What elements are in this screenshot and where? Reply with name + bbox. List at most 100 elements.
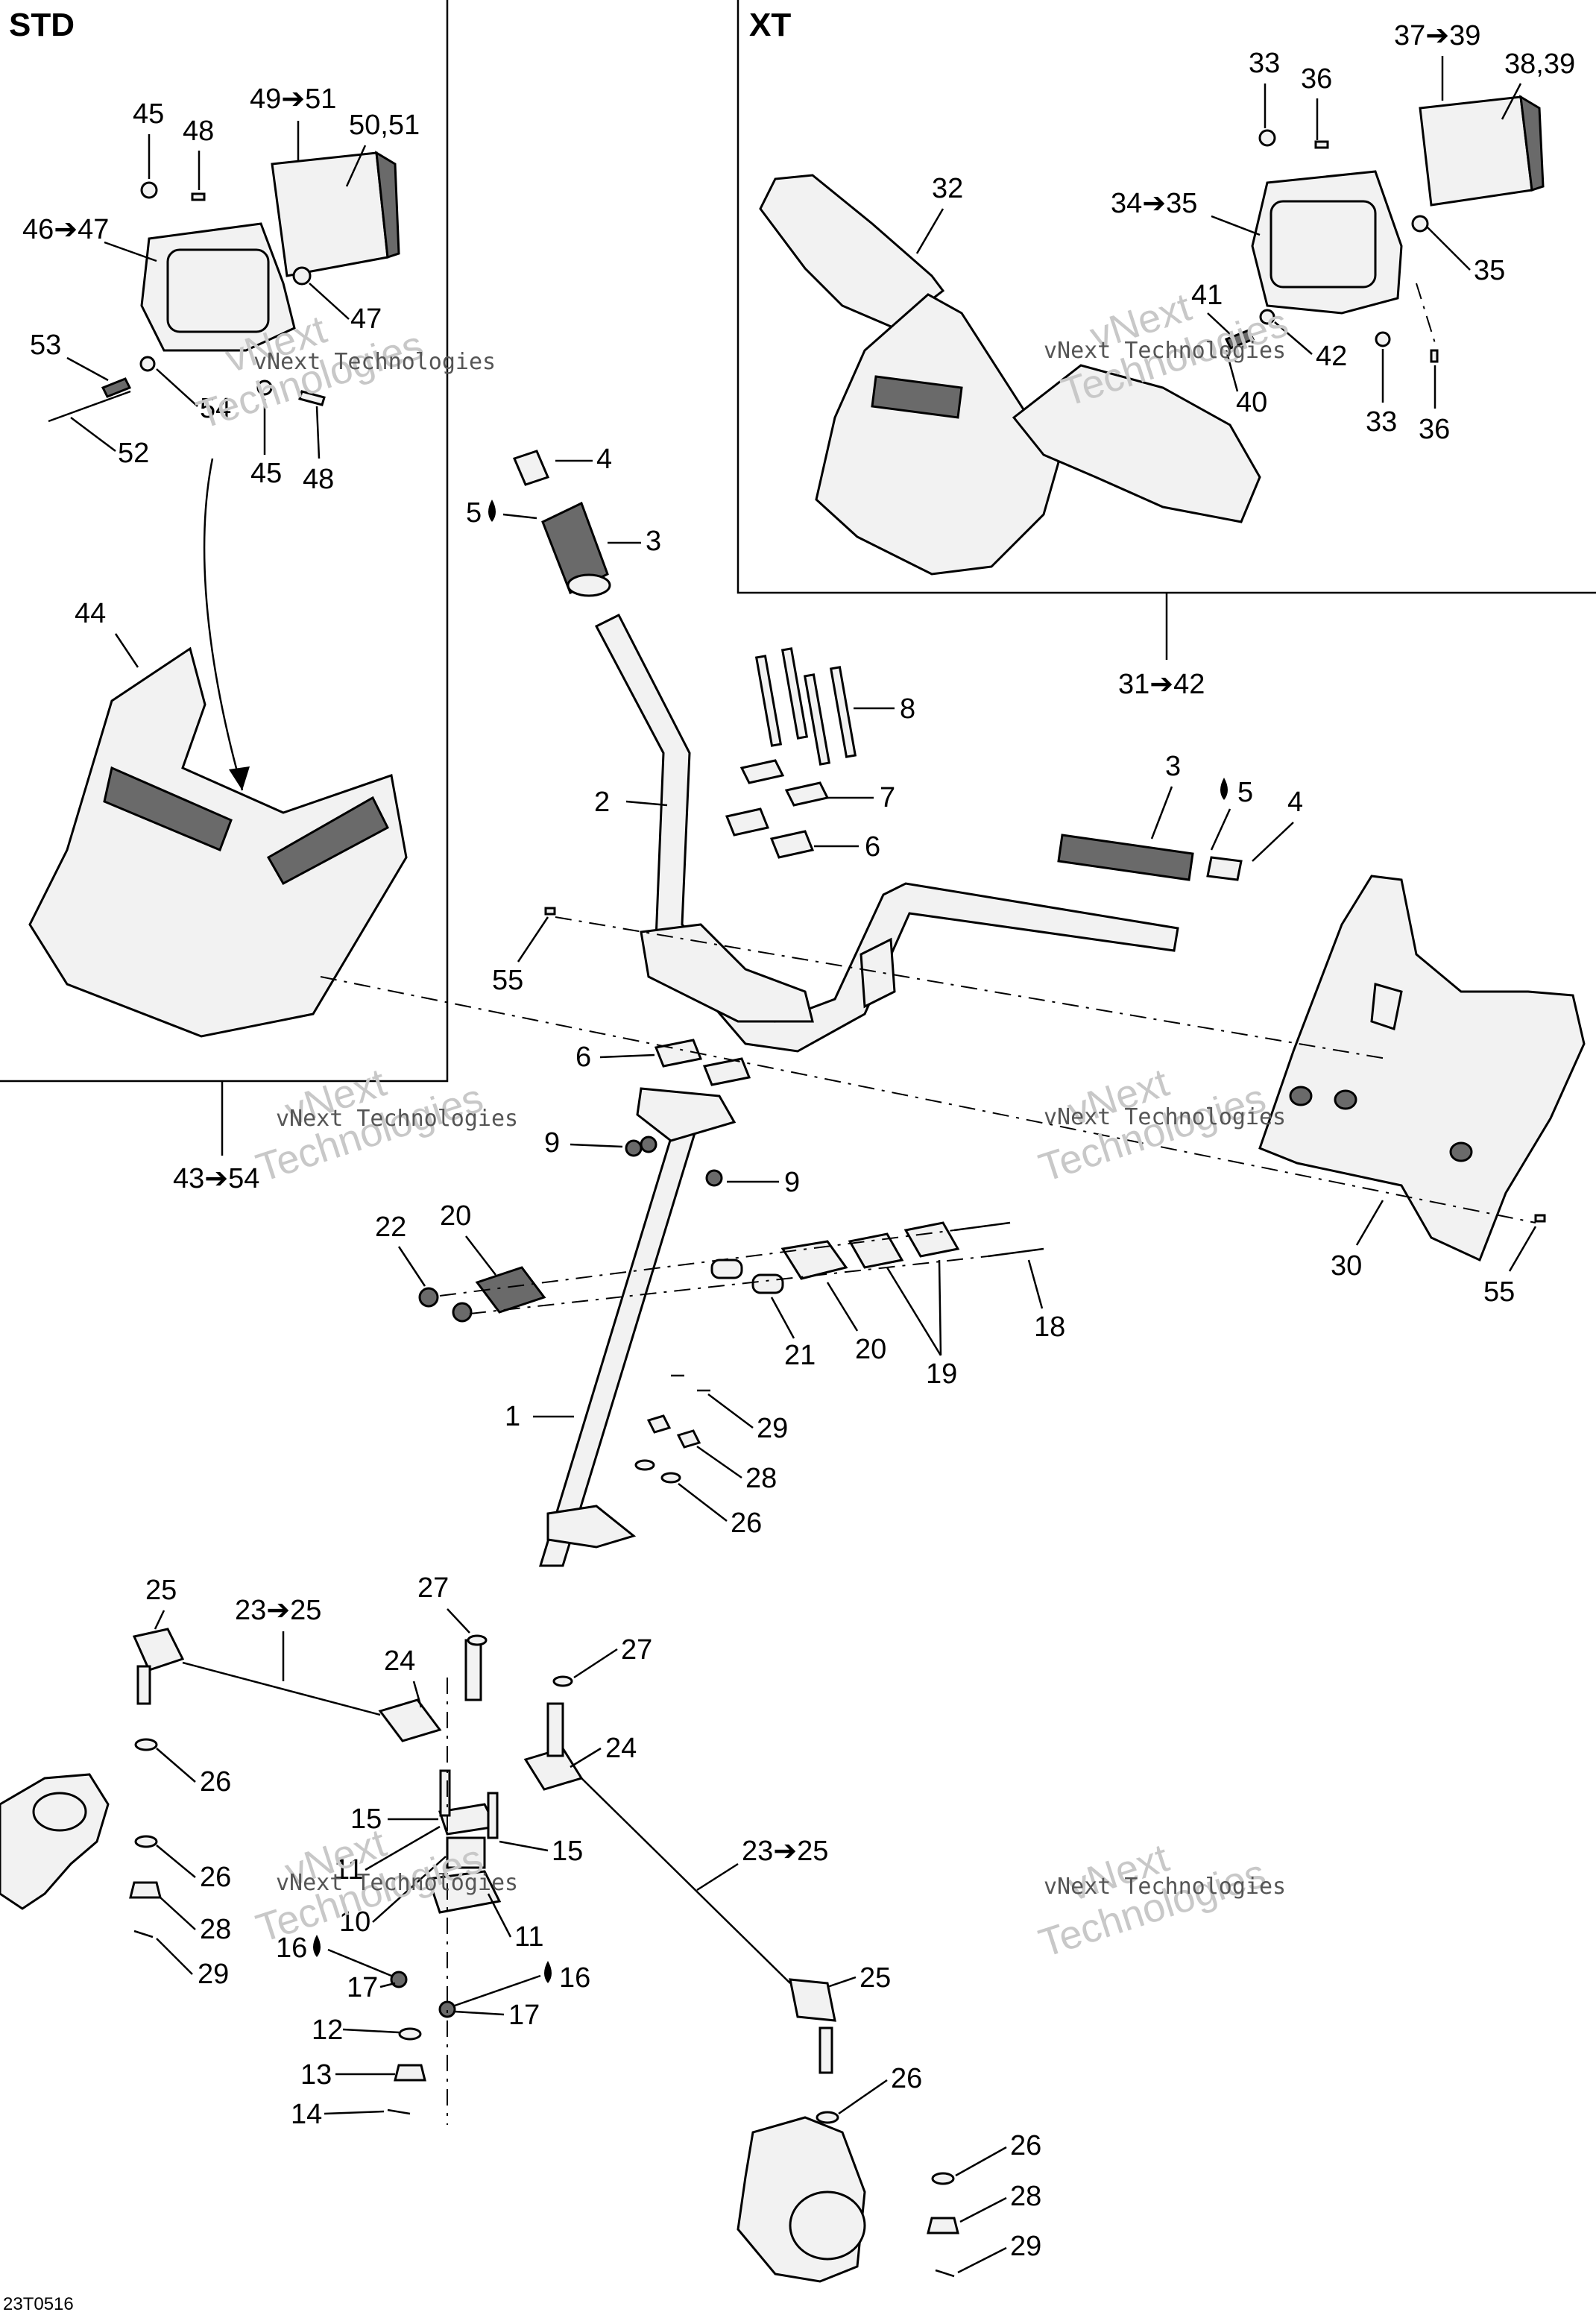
steering-column [538,1124,699,1567]
spacer-21a [710,1259,743,1279]
leader-11-upper [365,1825,441,1871]
leader-std-47 [309,283,350,320]
leader-3-right [1150,786,1173,840]
leader-18 [1027,1259,1044,1309]
callout-30: 30 [1331,1250,1362,1282]
std-screw-48 [191,192,206,201]
callout-24-right: 24 [605,1733,637,1764]
pin-29-right [935,2269,955,2278]
std-inset: STD 43➔54 45 48 49➔51 50,51 46➔47 47 [0,0,449,1194]
hood-alignment-line [320,976,1536,1223]
xt-inset: XT 31➔42 33 36 37➔39 38,39 32 34➔35 35 [737,0,1596,700]
nut-22 [418,1287,439,1308]
callout-std-49-51: 49➔51 [250,84,336,115]
bolt-15b [487,1792,499,1839]
callout-18: 18 [1034,1311,1065,1343]
leader-15-right [499,1840,549,1852]
right-outer-ball-joint [789,1978,836,2022]
leader-5 [502,513,537,520]
std-assembly-arrowhead [229,766,250,790]
xt-nut-35 [1411,215,1429,233]
leader-24-right [570,1747,602,1768]
main-assembly: 4 5 3 8 2 7 6 3 5 4 55 6 9 9 30 55 22 [0,444,1586,2283]
callout-23-25-right: 23➔25 [742,1836,828,1867]
leader-21 [770,1297,795,1339]
leader-22 [397,1246,426,1287]
leader-xt-34 [1211,215,1261,236]
bolt-15a [439,1769,451,1817]
leader-26-left-upper [156,1748,196,1783]
xt-inset-title: XT [749,7,791,43]
left-grip [541,501,609,595]
callout-std-47: 47 [350,303,382,335]
nut-28a [646,1414,672,1434]
callout-17-right: 17 [508,2000,540,2031]
leader-55-left [517,916,549,963]
std-headlamp-back [375,151,400,259]
leader-26-right-lower [955,2146,1007,2177]
left-tie-rod [182,1661,381,1716]
xt-headlight-opening [1269,200,1377,289]
leader-25-right [827,1976,857,1988]
leader-5-right [1210,808,1231,851]
callout-xt-41: 41 [1191,280,1223,311]
pin-29-left [133,1930,154,1938]
cotter-14 [387,2108,411,2115]
leader-30 [1355,1200,1384,1246]
washer-26b [660,1472,681,1484]
std-adjust-screw-52 [48,390,131,423]
std-screw-48b [298,390,326,406]
std-washer-54 [139,356,156,372]
std-range-label: 43➔54 [173,1163,259,1194]
callout-xt-36b: 36 [1419,414,1450,445]
callout-23-25-left: 23➔25 [235,1595,321,1626]
callout-10: 10 [339,1906,370,1938]
std-washer-45b [256,379,273,396]
leader-20-left [465,1235,496,1276]
leader-24-left [412,1681,423,1708]
callout-std-44: 44 [75,598,106,629]
right-outer-stud [818,2026,833,2074]
callout-26-left-lower: 26 [200,1862,231,1893]
std-headlight-opening [166,248,270,333]
callout-29-upper: 29 [757,1413,788,1444]
callout-15-left: 15 [350,1804,382,1835]
callout-1: 1 [505,1401,520,1432]
leader-12 [342,2028,400,2034]
callout-xt-42: 42 [1316,341,1347,372]
callout-29-left: 29 [198,1959,229,1990]
leader-27-right [573,1648,618,1679]
callout-4-right: 4 [1287,787,1303,818]
left-bar-end-plug [512,450,550,486]
callout-2: 2 [594,787,610,818]
main-nacelle [1258,875,1586,1262]
left-knuckle-bore [32,1792,87,1832]
callout-std-54: 54 [200,393,231,424]
nacelle-bracket [1370,983,1403,1030]
watermark-3-text: vNext Technologies [276,1106,518,1132]
bearing-housing-11-lower [427,1870,502,1914]
clamp-6-right [769,830,815,859]
handlebar-clamp-plate [640,923,814,1023]
leader-xt-41 [1207,312,1231,335]
callout-16-left: 16 [276,1933,307,1964]
left-inner-stud [464,1639,482,1701]
leader-27-left [447,1608,470,1634]
bolt-18b [987,1247,1044,1258]
nut-9-right [705,1169,723,1187]
leader-17-right [454,2010,505,2016]
screw-55-right [1534,1214,1546,1223]
leader-xt-42 [1274,321,1313,355]
leader-xt-32 [915,208,944,254]
nut-28b [676,1429,701,1449]
right-knuckle-bore [789,2190,866,2261]
right-tie-rod [581,1777,791,1984]
left-outer-stud [136,1665,151,1705]
callout-xt-35: 35 [1474,255,1505,286]
nut-22b [452,1302,473,1323]
callout-29-right: 29 [1010,2231,1041,2262]
std-inset-frame [0,0,449,1083]
upper-clamp-left [739,759,785,784]
xt-screw-36b [1430,349,1439,363]
callout-25-left: 25 [145,1575,177,1606]
